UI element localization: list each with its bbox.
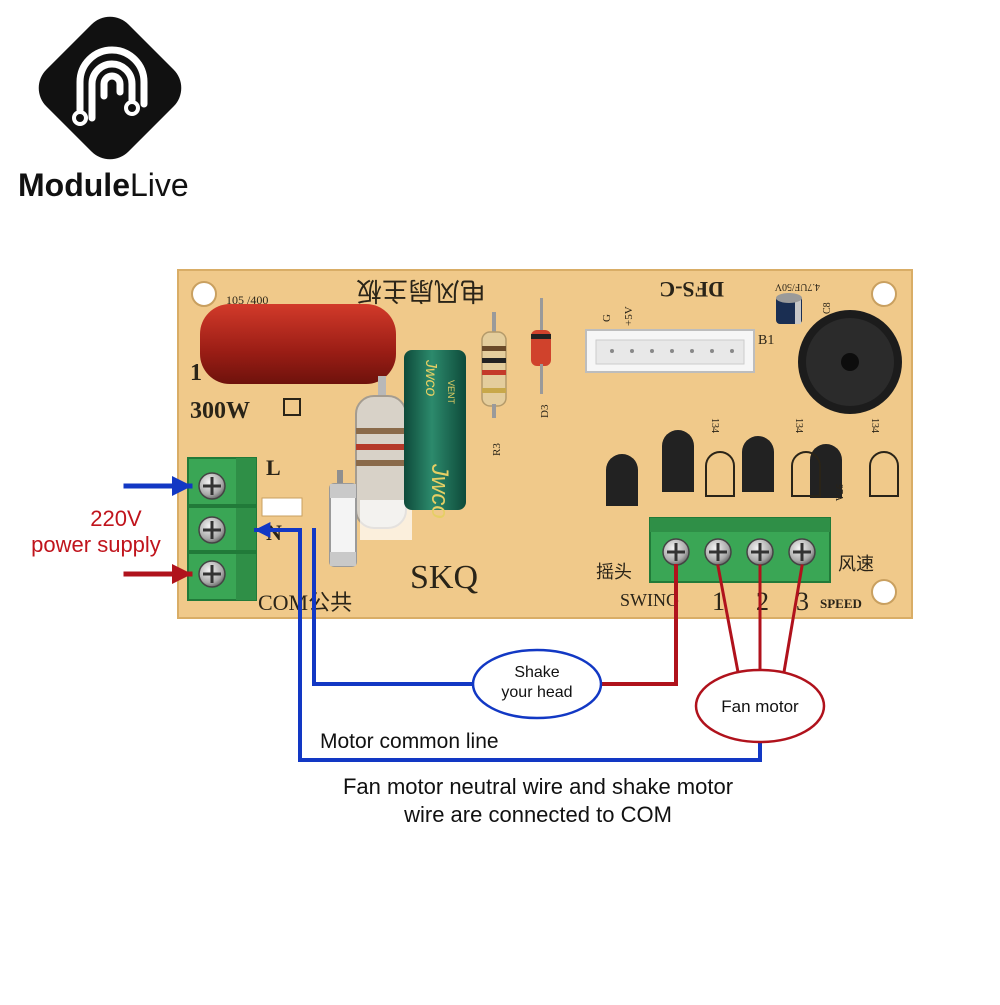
buzzer-ref: B1 <box>758 333 774 348</box>
wiring <box>123 476 804 762</box>
power-rating: 300W <box>190 398 250 424</box>
shake-motor-node <box>471 648 603 720</box>
speed-cn-label: 风速 <box>838 554 874 574</box>
small-resistor <box>481 312 507 418</box>
footer-note-line2: wire are connected to COM <box>403 802 672 827</box>
silk-1: 1 <box>190 360 202 386</box>
capacitor-brand-large: Jwco <box>426 463 453 519</box>
shake-label-line2: your head <box>501 684 572 701</box>
triac-part: 97A <box>833 484 844 502</box>
board-brand: SKQ <box>410 559 478 596</box>
speed-2-label: 2 <box>756 587 769 616</box>
silk-slot <box>261 497 303 517</box>
swing-cn-label: 摇头 <box>596 562 632 582</box>
triac-label: 134 <box>793 418 804 433</box>
triac-label: 134 <box>709 418 720 433</box>
resistor-ref: R3 <box>491 443 503 456</box>
header-connector <box>585 329 755 373</box>
silk-outline <box>869 451 899 497</box>
shake-label-line1: Shake <box>514 664 559 681</box>
fan-motor-label: Fan motor <box>721 697 799 716</box>
shake-common-wire <box>312 528 476 686</box>
small-capacitor <box>776 293 802 324</box>
power-supply-line2: power supply <box>31 532 161 557</box>
footer-note-line1: Fan motor neutral wire and shake motor <box>343 774 733 799</box>
speed-label: SPEED <box>820 596 862 611</box>
logo-brand-prefix: Module <box>18 167 130 203</box>
swing-wire <box>598 564 678 686</box>
triac <box>742 436 774 492</box>
mounting-hole <box>871 281 897 307</box>
mounting-hole <box>871 579 897 605</box>
speed-1-wire <box>716 564 740 674</box>
motor-common-label: Motor common line <box>320 730 499 753</box>
terminal-L-label: L <box>266 455 281 480</box>
header-G-label: G <box>601 314 613 322</box>
silk-pad <box>360 500 412 540</box>
silk-outline <box>705 451 735 497</box>
power-supply-line1: 220V <box>90 506 142 531</box>
board-model: DFS-C <box>659 277 724 302</box>
capacitor-vent: VENT <box>446 380 456 405</box>
speed-3-label: 3 <box>796 587 809 616</box>
motor-common-wire <box>298 528 762 762</box>
fan-motor-node <box>694 668 826 744</box>
diode <box>531 298 551 394</box>
mounting-hole <box>191 281 217 307</box>
elcap-label: 4.7UF/50V <box>774 281 820 292</box>
silk-outline <box>791 451 821 497</box>
header-5v-label: +5V <box>623 306 635 326</box>
power-terminal-block <box>187 457 257 601</box>
triac-label: 134 <box>869 418 880 433</box>
electrolytic-capacitor: Jwco Jwco VENT <box>404 350 466 519</box>
silk-box <box>283 398 301 416</box>
logo-diamond <box>38 16 182 160</box>
glass-fuse <box>329 470 357 567</box>
triac-row: 134 134 134 97A <box>606 418 899 506</box>
x2-capacitor <box>200 304 396 384</box>
brand-logo: Module Live <box>18 16 189 203</box>
capacitor-brand: Jwco <box>422 359 439 397</box>
circuit-loop-icon <box>72 46 148 126</box>
speed-1-label: 1 <box>712 587 725 616</box>
buzzer <box>798 310 902 414</box>
cap-rating-label: 105 /400 <box>226 293 268 307</box>
swing-label: SWING <box>620 590 679 610</box>
terminal-N-label: N <box>266 520 282 545</box>
speed-3-wire <box>782 564 804 674</box>
logo-brand-suffix: Live <box>130 167 189 203</box>
diode-ref: D3 <box>539 404 551 418</box>
elcap-ref: C8 <box>822 302 833 314</box>
triac <box>662 430 694 492</box>
board-title-cn: 电风扇主板 <box>356 276 486 305</box>
com-label: COM公共 <box>258 590 352 615</box>
triac <box>606 454 638 506</box>
